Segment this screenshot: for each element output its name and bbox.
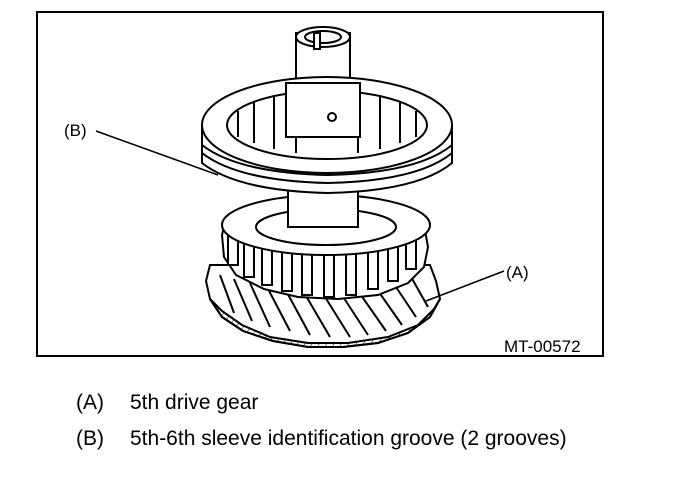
callout-a-leader [425, 270, 505, 302]
legend-row-a: (A) 5th drive gear [76, 391, 258, 415]
callout-b-label: (B) [64, 121, 87, 140]
legend-text: 5th drive gear [130, 391, 259, 414]
spline-gear [220, 194, 431, 301]
legend-text: 5th-6th sleeve identification groove (2 … [130, 427, 567, 450]
legend-key: (B) [76, 427, 104, 450]
gear-illustration [95, 26, 505, 348]
callout-a-label: (A) [506, 263, 529, 282]
legend-row-b: (B) 5th-6th sleeve identification groove … [76, 427, 567, 451]
callout-b-leader [95, 130, 219, 176]
legend-key: (A) [76, 391, 104, 414]
synchro-sleeve [201, 76, 453, 195]
figure-id-code: MT-00572 [504, 337, 581, 356]
figure-frame: (A) (B) MT-00572 [36, 11, 604, 357]
